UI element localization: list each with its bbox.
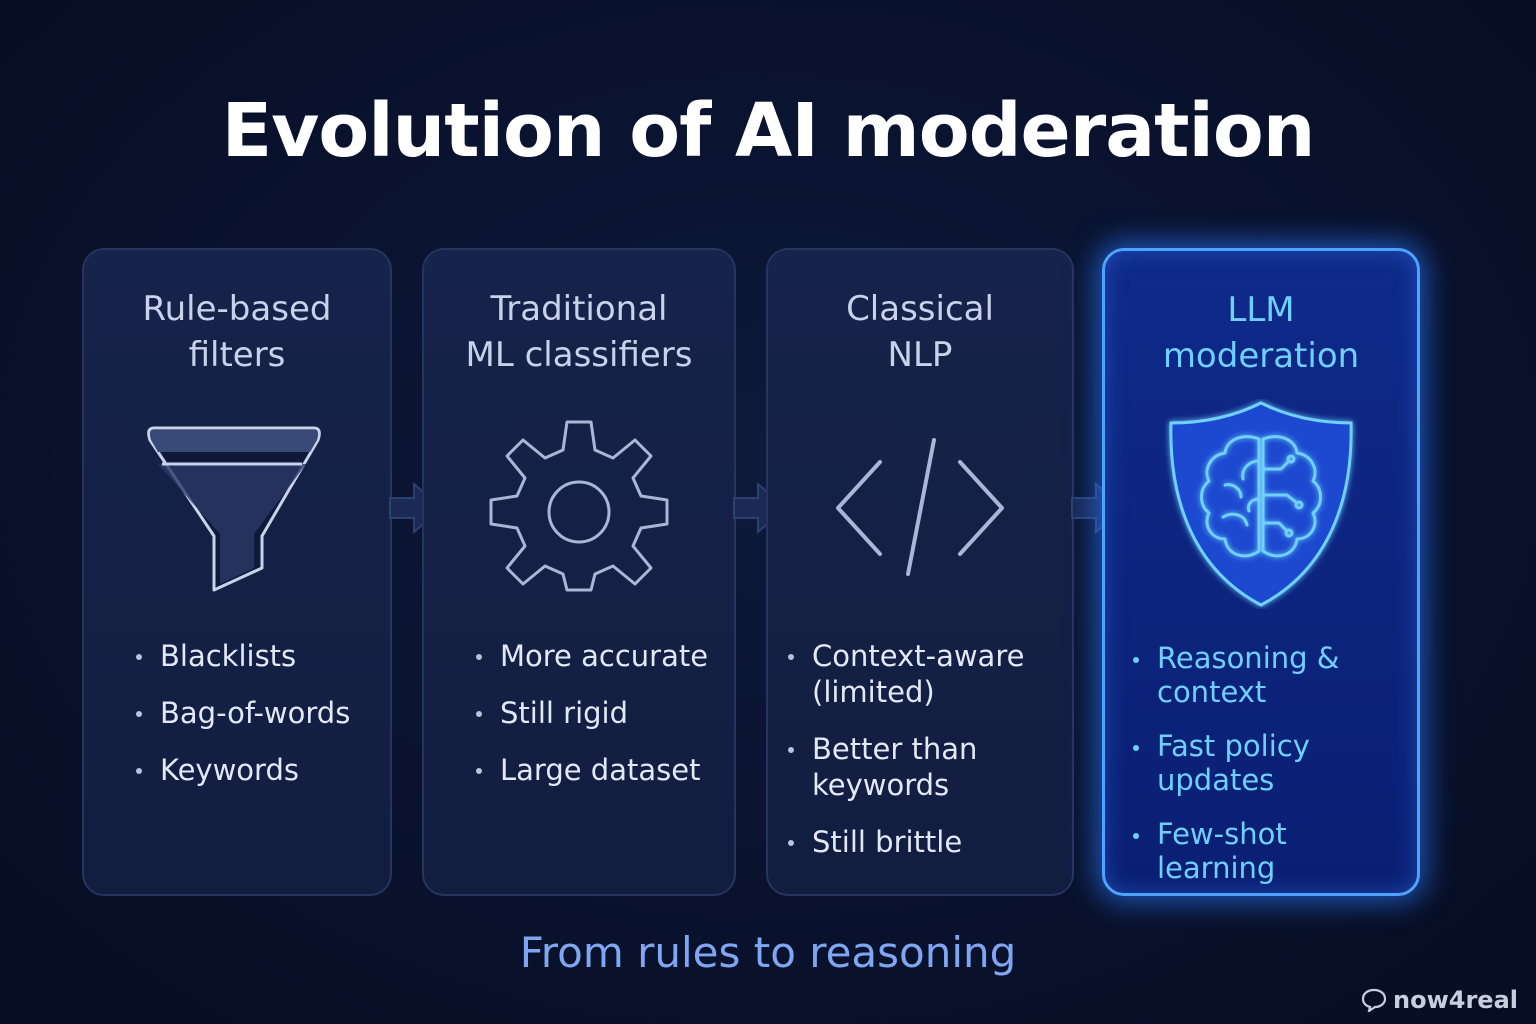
bullet-item: Better than keywords: [784, 731, 1064, 803]
bullet-item: More accurate: [472, 638, 726, 674]
stage-card-llm-moderation: LLM moderation: [1102, 248, 1420, 896]
stage-bullets: Reasoning & context Fast policy updates …: [1129, 641, 1409, 905]
stage-bullets: Blacklists Bag-of-words Keywords: [132, 638, 382, 809]
shield-brain-icon: [1169, 401, 1353, 607]
bullet-item: Reasoning & context: [1129, 641, 1409, 709]
page-title: Evolution of AI moderation: [221, 88, 1316, 174]
bullet-item: Still brittle: [784, 824, 1064, 860]
bullet-item: Fast policy updates: [1129, 729, 1409, 797]
stage-card-ml-classifiers: Traditional ML classifiers More accurate…: [422, 248, 736, 896]
stage-card-classical-nlp: Classical NLP Context-aware (limited) Be…: [766, 248, 1074, 896]
stage-title-line: Classical: [846, 289, 994, 329]
stage-title-line: Rule-based: [142, 289, 332, 329]
stage-title: Traditional ML classifiers: [424, 286, 734, 378]
bullet-item: Few-shot learning: [1129, 817, 1409, 885]
stage-title-line: Traditional: [490, 289, 668, 329]
bullet-item: Keywords: [132, 752, 382, 788]
code-brackets-icon: [836, 438, 1004, 576]
stage-title: Rule-based filters: [84, 286, 390, 378]
stage-title-line: moderation: [1162, 336, 1360, 376]
stage-title: LLM moderation: [1105, 287, 1417, 379]
stage-card-rule-based: Rule-based filters Blacklists Bag-of-wor…: [82, 248, 392, 896]
stage-bullets: Context-aware (limited) Better than keyw…: [784, 638, 1064, 881]
funnel-icon: [147, 426, 321, 592]
chat-bubble-icon: [1361, 988, 1387, 1012]
footer-tagline: From rules to reasoning: [519, 928, 1017, 977]
stage-title-line: ML classifiers: [465, 335, 693, 375]
gear-icon: [489, 420, 669, 592]
brand-name: now4real: [1393, 986, 1518, 1014]
stage-title-line: NLP: [887, 335, 953, 375]
bullet-item: Blacklists: [132, 638, 382, 674]
stage-bullets: More accurate Still rigid Large dataset: [472, 638, 726, 809]
brand-logo: now4real: [1361, 986, 1518, 1014]
bullet-item: Bag-of-words: [132, 695, 382, 731]
stage-title-line: LLM: [1227, 290, 1295, 330]
bullet-item: Large dataset: [472, 752, 726, 788]
stage-title: Classical NLP: [768, 286, 1072, 378]
bullet-item: Still rigid: [472, 695, 726, 731]
bullet-item: Context-aware (limited): [784, 638, 1064, 710]
stage-title-line: filters: [188, 335, 286, 375]
